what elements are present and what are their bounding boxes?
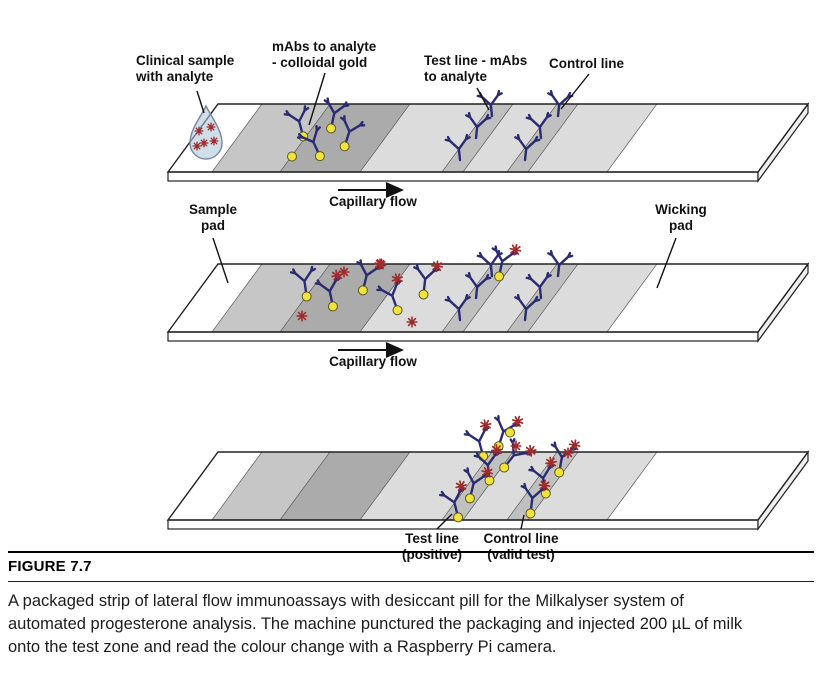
strip-outline [166, 263, 810, 333]
figure-caption: A packaged strip of lateral flow immunoa… [8, 592, 743, 656]
sample-pad-label: Sample pad [188, 202, 238, 233]
pointer-line [436, 513, 453, 530]
analyte-icon [194, 126, 204, 136]
wicking-pad-label: Wicking pad [655, 202, 707, 233]
control-line-valid-label: Control line (valid test) [483, 531, 559, 562]
figure-label: FIGURE 7.7 [8, 558, 92, 575]
test-line-positive-label: Test line (positive) [401, 531, 462, 562]
pointer-line [560, 73, 590, 110]
analyte-icon [192, 141, 202, 151]
analyte-icon [206, 122, 216, 132]
pointer-line [656, 237, 677, 289]
pointer-line [520, 514, 525, 530]
capillary-flow-label: Capillary flow [329, 194, 417, 209]
clinical-sample-label: Clinical sample with analyte [136, 53, 235, 84]
pointer-line [212, 237, 229, 284]
strip-flow [166, 237, 810, 358]
caption-mid-rule [8, 581, 814, 582]
strip-front-edge [167, 331, 759, 342]
lfa-diagram [166, 72, 810, 531]
pointer-line [308, 72, 326, 126]
strip-result [166, 410, 810, 531]
caption-top-rule [8, 551, 814, 553]
pointer-line [476, 87, 490, 111]
analyte-icon [510, 440, 522, 452]
analyte-icon [406, 316, 418, 328]
strip-front-edge [167, 171, 759, 182]
pointer-line [196, 90, 205, 114]
analyte-icon [562, 447, 574, 459]
control-line-label: Control line [549, 56, 624, 71]
analyte-icon [296, 310, 308, 322]
analyte-icon [374, 258, 386, 270]
strip-outline [166, 451, 810, 521]
gold-particle-icon [505, 427, 515, 438]
capillary-flow-label: Capillary flow [329, 354, 417, 369]
strip-front-edge [167, 519, 759, 530]
gold-particle-icon [287, 151, 297, 162]
strip-initial [166, 72, 810, 198]
test-line-label: Test line - mAbs to analyte [424, 53, 528, 84]
analyte-icon [209, 136, 219, 146]
mabs-colloidal-gold-label: mAbs to analyte - colloidal gold [272, 39, 377, 70]
figure-caption-block: FIGURE 7.7 A packaged strip of lateral f… [8, 551, 814, 659]
analyte-icon [338, 266, 350, 278]
